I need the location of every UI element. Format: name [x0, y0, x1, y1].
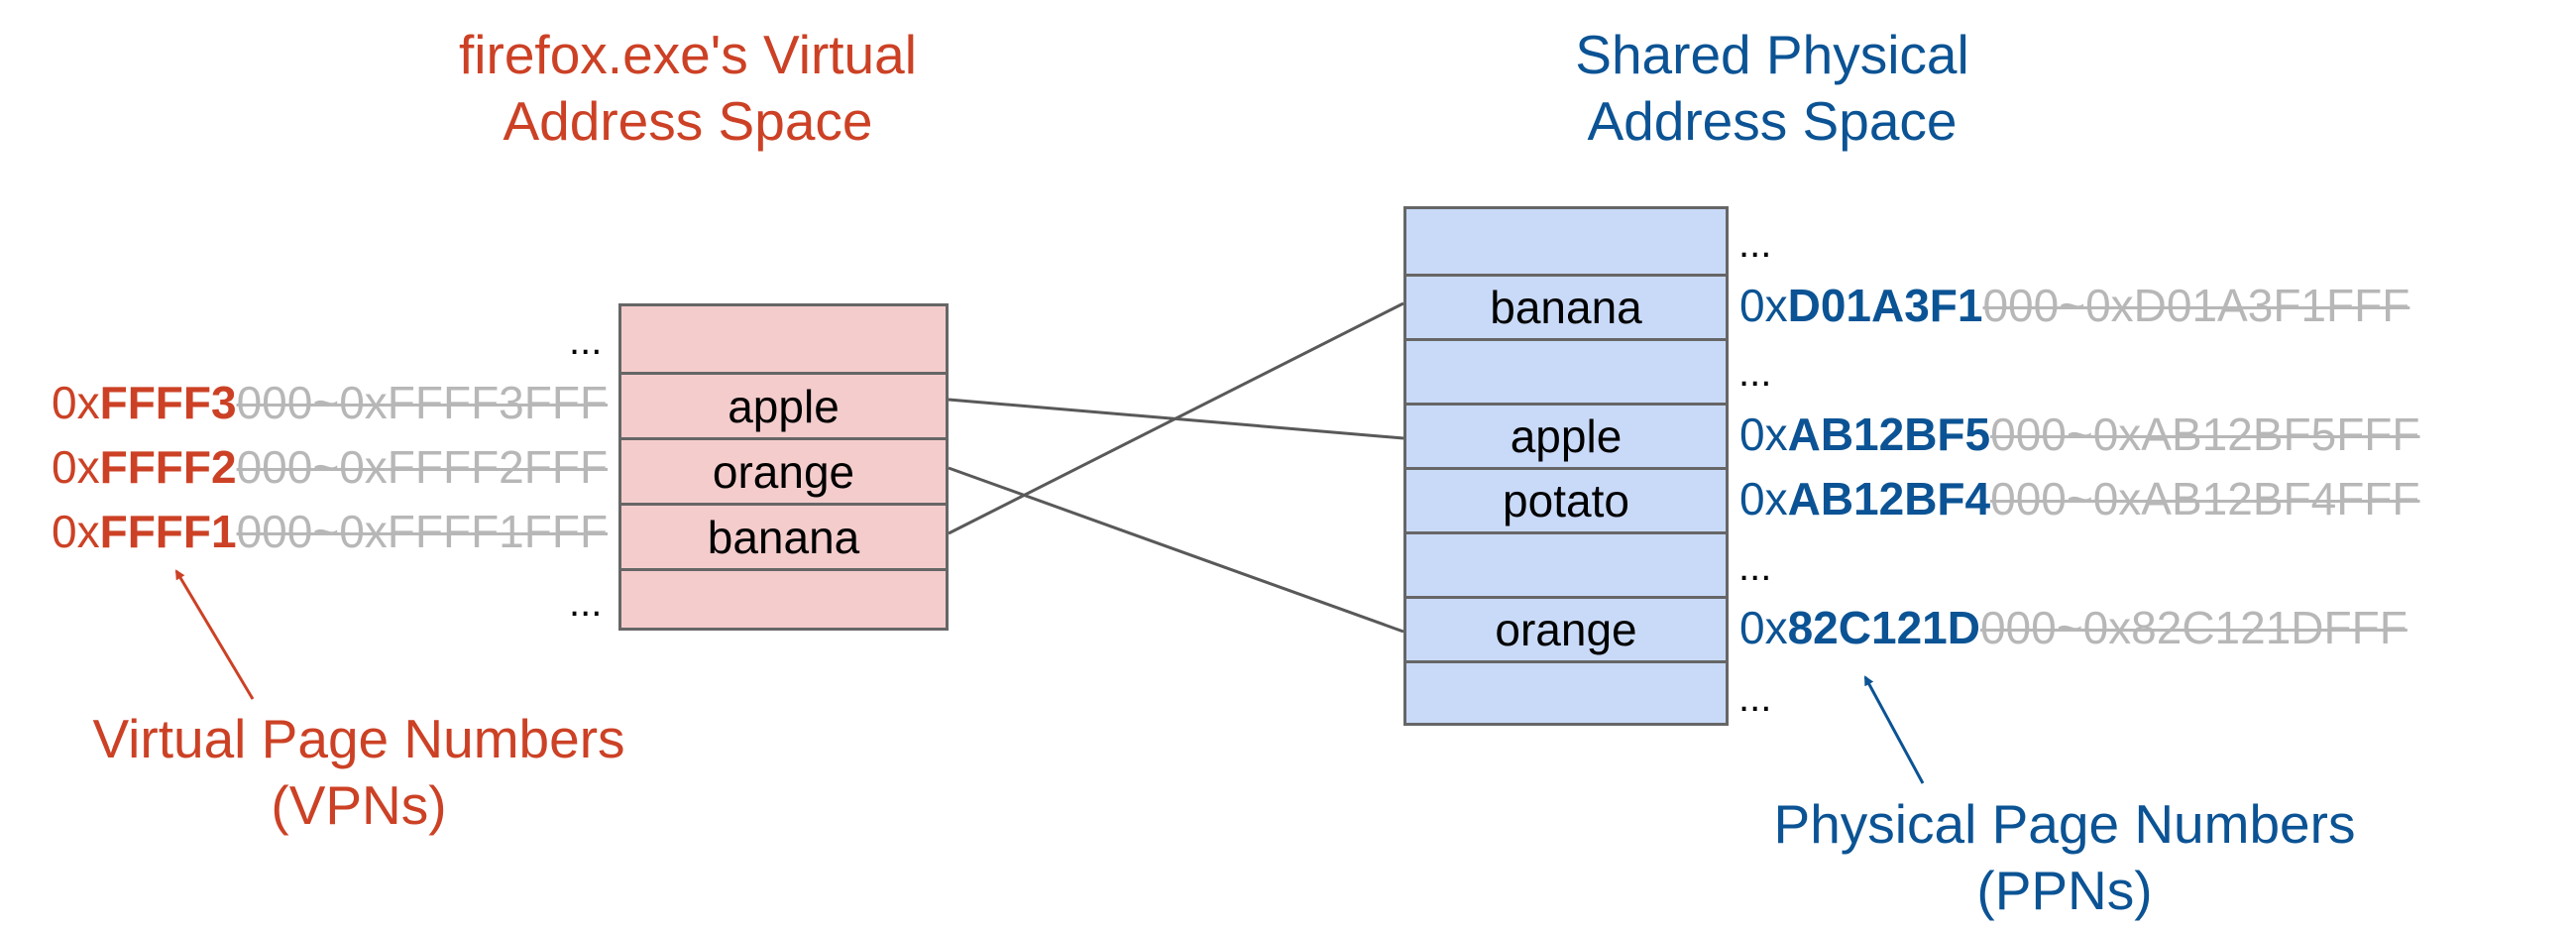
virtual-title-line1: firefox.exe's Virtual	[459, 24, 917, 85]
physical-ellipsis: ...	[1738, 676, 1772, 720]
physical-address-ab12bf4: 0xAB12BF4000~0xAB12BF4FFF	[1739, 473, 2420, 524]
physical-address-space-title: Shared Physical Address Space	[1475, 22, 2070, 155]
virtual-address-ffff3: 0xFFFF3000~0xFFFF3FFF	[52, 377, 609, 428]
physical-ellipsis: ...	[1738, 222, 1772, 266]
vpn-label-line2: (VPNs)	[271, 774, 447, 836]
virtual-address-ffff1: 0xFFFF1000~0xFFFF1FFF	[52, 506, 609, 557]
physical-address-ab12bf5: 0xAB12BF5000~0xAB12BF5FFF	[1739, 408, 2420, 460]
physical-cell	[1406, 660, 1726, 726]
physical-cell-potato: potato	[1406, 467, 1726, 531]
physical-cell	[1406, 338, 1726, 403]
physical-cell-banana: banana	[1406, 274, 1726, 338]
physical-address-d01a3f1: 0xD01A3F1000~0xD01A3F1FFF	[1739, 280, 2410, 331]
physical-ellipsis: ...	[1738, 545, 1772, 589]
virtual-memory-table: apple orange banana	[618, 303, 949, 631]
physical-title-line2: Address Space	[1587, 90, 1958, 152]
virtual-ellipsis-bottom: ...	[569, 581, 603, 625]
physical-cell	[1406, 209, 1726, 274]
physical-address-82c121d: 0x82C121D000~0x82C121DFFF	[1739, 602, 2408, 653]
virtual-address-space-title: firefox.exe's Virtual Address Space	[391, 22, 985, 155]
ppn-label-line2: (PPNs)	[1976, 860, 2153, 921]
virtual-address-ffff2: 0xFFFF2000~0xFFFF2FFF	[52, 441, 609, 493]
virtual-cell	[621, 306, 946, 372]
vpn-label: Virtual Page Numbers (VPNs)	[61, 706, 656, 839]
ppn-arrow	[1863, 675, 1925, 784]
vpn-label-line1: Virtual Page Numbers	[92, 708, 625, 769]
virtual-cell	[621, 568, 946, 631]
physical-cell-apple: apple	[1406, 403, 1726, 467]
virtual-cell-orange: orange	[621, 437, 946, 503]
vpn-arrow	[174, 569, 255, 700]
ppn-label-line1: Physical Page Numbers	[1773, 793, 2356, 855]
physical-cell-orange: orange	[1406, 596, 1726, 660]
virtual-cell-apple: apple	[621, 372, 946, 437]
virtual-ellipsis-top: ...	[569, 319, 603, 363]
physical-cell	[1406, 531, 1726, 596]
orange-mapping-line	[948, 466, 1404, 634]
physical-ellipsis: ...	[1738, 351, 1772, 395]
physical-memory-table: banana apple potato orange	[1403, 206, 1729, 726]
banana-mapping-line	[948, 301, 1404, 535]
virtual-cell-banana: banana	[621, 503, 946, 568]
ppn-label: Physical Page Numbers (PPNs)	[1767, 791, 2362, 924]
physical-title-line1: Shared Physical	[1575, 24, 1969, 85]
virtual-title-line2: Address Space	[503, 90, 873, 152]
